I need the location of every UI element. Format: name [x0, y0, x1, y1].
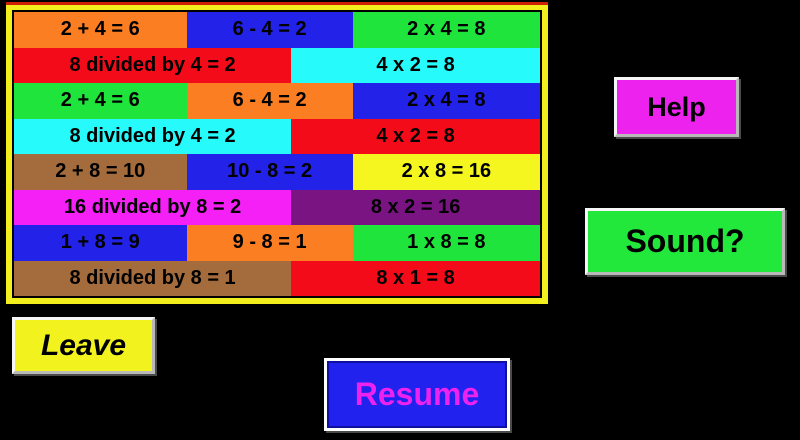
equation-cell[interactable]: 6 - 4 = 2: [186, 83, 353, 119]
equation-cell[interactable]: 4 x 2 = 8: [291, 118, 540, 154]
equation-cell[interactable]: 10 - 8 = 2: [186, 154, 353, 190]
equation-cell[interactable]: 16 divided by 8 = 2: [14, 189, 292, 225]
equation-cell[interactable]: 2 + 8 = 10: [14, 154, 187, 190]
resume-button[interactable]: Resume: [324, 358, 510, 431]
equation-cell[interactable]: 2 x 8 = 16: [352, 154, 540, 190]
equation-cell[interactable]: 2 x 4 = 8: [352, 83, 540, 119]
equation-cell[interactable]: 8 x 2 = 16: [291, 189, 540, 225]
equation-cell[interactable]: 1 x 8 = 8: [352, 225, 540, 261]
equation-cell[interactable]: 6 - 4 = 2: [186, 12, 353, 48]
equation-cell[interactable]: 8 divided by 8 = 1: [14, 260, 292, 296]
equation-cell[interactable]: 8 divided by 4 = 2: [14, 118, 292, 154]
equation-cell[interactable]: 9 - 8 = 1: [186, 225, 353, 261]
equation-cell[interactable]: 8 x 1 = 8: [291, 260, 540, 296]
equation-cell[interactable]: 1 + 8 = 9: [14, 225, 187, 261]
equation-cell[interactable]: 2 + 4 = 6: [14, 12, 187, 48]
help-button[interactable]: Help: [614, 77, 739, 137]
sound-button[interactable]: Sound?: [585, 208, 785, 275]
equation-cell[interactable]: 4 x 2 = 8: [291, 47, 540, 83]
leave-button[interactable]: Leave: [12, 317, 155, 374]
equation-cell[interactable]: 2 x 4 = 8: [352, 12, 540, 48]
equation-cell[interactable]: 8 divided by 4 = 2: [14, 47, 292, 83]
equation-cell[interactable]: 2 + 4 = 6: [14, 83, 187, 119]
